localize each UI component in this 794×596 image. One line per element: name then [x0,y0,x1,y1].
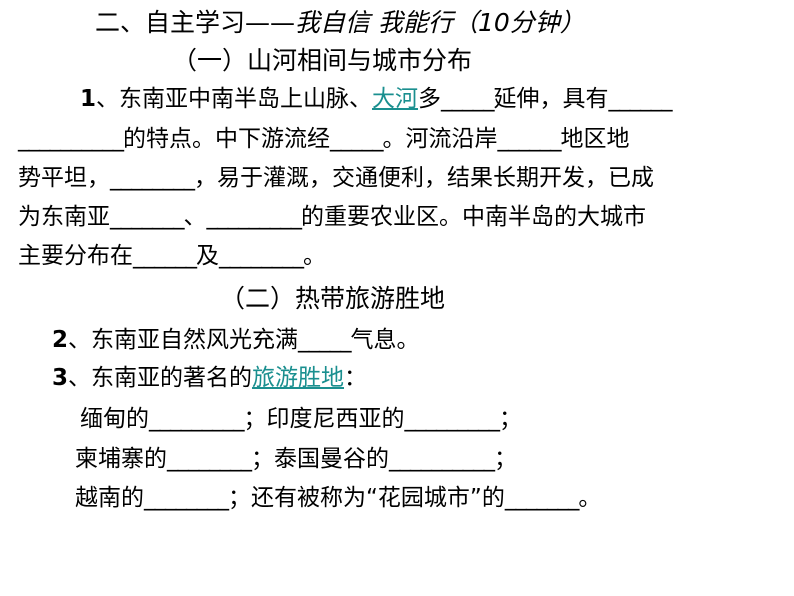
q3-line2: 柬埔寨的________；泰国曼谷的__________； [75,444,517,474]
text-segment: 势平坦， [18,165,110,191]
text-segment: ； [499,406,522,432]
answer-blank: __________ [18,126,124,152]
q3-line3: 越南的________；还有被称为“花园城市”的_______。 [75,483,601,513]
q1-line5: 主要分布在______及________。 [18,241,326,271]
answer-blank: _______ [504,485,579,511]
answer-blank: _________ [404,406,500,432]
text-segment: 2 [52,327,69,353]
text-segment: ： [344,365,368,391]
text-segment: 3 [52,365,69,391]
text-segment: ； [494,446,517,472]
answer-blank: _____ [298,327,351,353]
answer-blank: _____ [441,86,494,112]
answer-blank: ______ [497,126,562,152]
hyperlink[interactable]: 旅游胜地 [252,365,345,391]
text-segment: 气息。 [350,327,420,353]
subtitle-1: （一）山河相间与城市分布 [172,46,472,76]
q1-line3: 势平坦，________，易于灌溉，交通便利，结果长期开发，已成 [18,163,654,193]
text-segment: 缅甸的 [80,406,149,432]
answer-blank: __________ [389,446,495,472]
text-segment: 越南的 [75,485,144,511]
subtitle-2: （二）热带旅游胜地 [220,284,445,314]
text-segment: 、东南亚自然风光充满 [68,327,299,353]
q3: 3、东南亚的著名的旅游胜地： [52,363,367,393]
text-segment: 。河流沿岸 [382,126,498,152]
text-segment: （一）山河相间与城市分布 [172,46,473,75]
answer-blank: _________ [149,406,244,432]
text-segment: 、东南亚中南半岛上山脉、 [96,86,373,112]
text-segment: 、东南亚的著名的 [68,365,253,391]
text-segment: 1 [80,86,97,112]
answer-blank: ________ [219,243,304,269]
answer-blank: _________ [206,204,302,230]
text-segment: 我自信 我能行（10分钟） [295,8,585,37]
text-segment: （二）热带旅游胜地 [220,284,446,313]
q3-line1: 缅甸的_________；印度尼西亚的_________； [80,404,522,434]
text-segment: ，易于灌溉，交通便利，结果长期开发，已成 [194,165,654,191]
text-segment: ；泰国曼谷的 [251,446,389,472]
text-segment: 主要分布在 [18,243,133,269]
answer-blank: _______ [110,204,184,230]
title: 二、自主学习——我自信 我能行（10分钟） [95,8,585,38]
text-segment: 。 [578,485,602,511]
text-segment: 柬埔寨的 [75,446,167,472]
q1-line2: __________的特点。中下游流经_____。河流沿岸______地区地 [18,124,630,154]
text-segment: 地区地 [560,126,630,152]
answer-blank: ________ [144,485,229,511]
text-segment: 的重要农业区。中南半岛的大城市 [301,204,646,230]
text-segment: 的特点。中下游流经 [123,126,330,152]
answer-blank: ________ [167,446,252,472]
text-segment: ；还有被称为“花园城市”的 [228,485,505,511]
text-segment: 。 [303,243,326,269]
text-segment: 多 [418,86,442,112]
answer-blank: ________ [110,165,195,191]
text-segment: 延伸，具有 [493,86,609,112]
text-segment: ；印度尼西亚的 [243,406,405,432]
text-segment: 二、自主学习—— [95,8,296,37]
q2: 2、东南亚自然风光充满_____气息。 [52,325,420,355]
text-segment: 、 [183,204,207,230]
answer-blank: _____ [330,126,383,152]
text-segment: 及 [196,243,219,269]
text-segment: 为东南亚 [18,204,110,230]
hyperlink[interactable]: 大河 [372,86,419,112]
answer-blank: ______ [133,243,197,269]
q1-line1: 1、东南亚中南半岛上山脉、大河多_____延伸，具有______ [80,84,673,114]
q1-line4: 为东南亚_______、_________的重要农业区。中南半岛的大城市 [18,202,646,232]
answer-blank: ______ [608,86,673,112]
